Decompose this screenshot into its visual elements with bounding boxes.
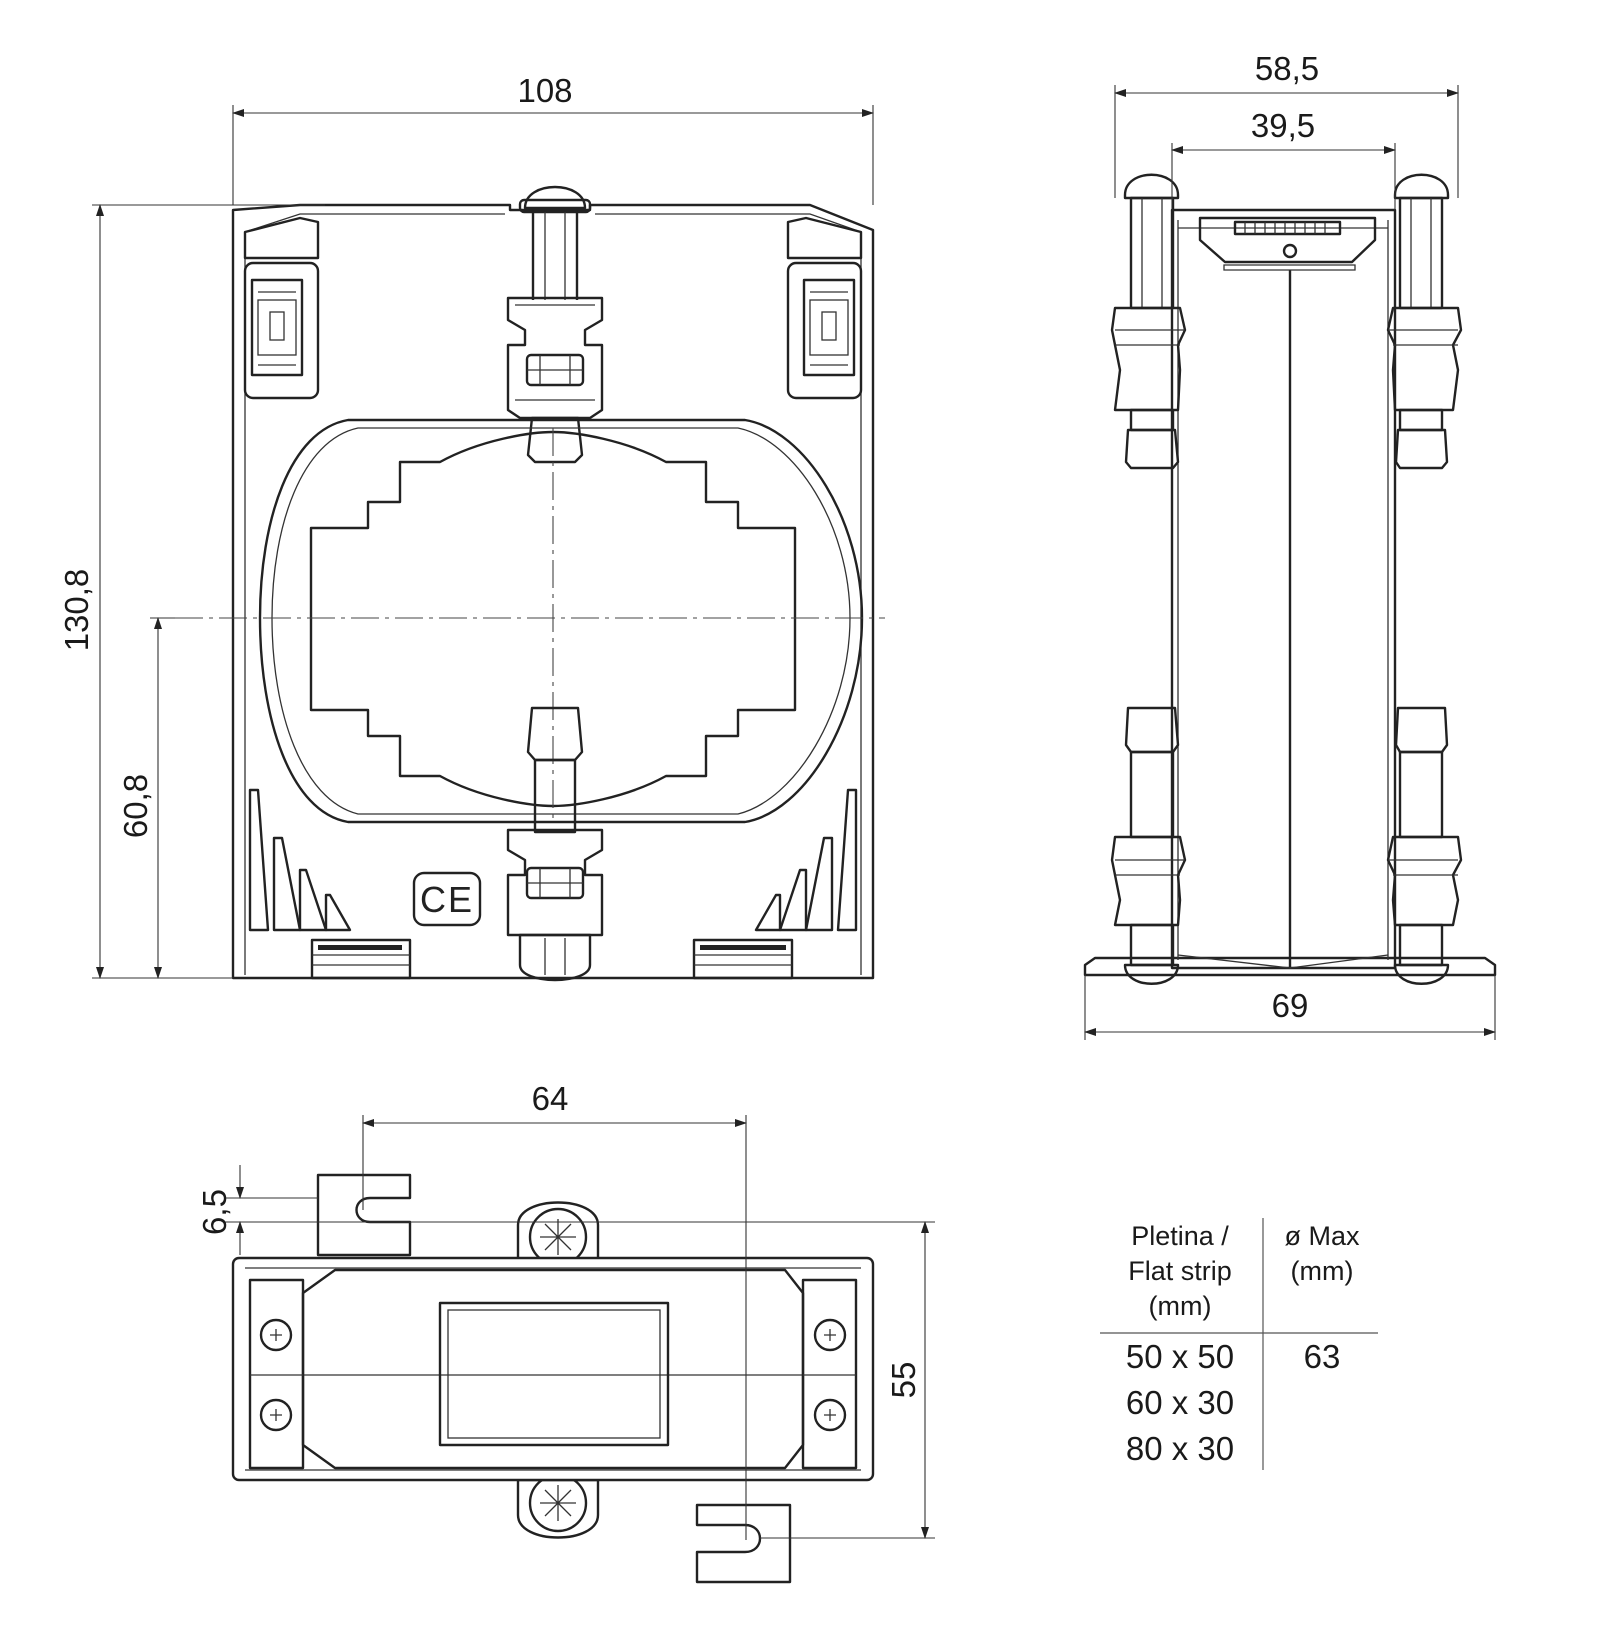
dim-bottom-offset: 6,5 (196, 1189, 233, 1235)
dim-side-base-width: 69 (1272, 987, 1309, 1024)
ce-mark: CE (420, 879, 474, 920)
bottom-view (231, 1173, 875, 1584)
table-header-strip-line1: Pletina / (1131, 1221, 1229, 1251)
table-header-max-line2: (mm) (1291, 1256, 1354, 1286)
dim-front-width: 108 (517, 72, 572, 109)
side-view (1083, 173, 1497, 985)
dim-front-height: 130,8 (58, 569, 95, 652)
dim-side-inner-width: 39,5 (1251, 107, 1315, 144)
cable-table: Pletina / Flat strip (mm) ø Max (mm) 50 … (1100, 1218, 1378, 1470)
table-row-3: 80 x 30 (1126, 1430, 1234, 1467)
front-view: CE (175, 185, 885, 982)
dim-bottom-width: 64 (532, 1080, 569, 1117)
dim-front-center-height: 60,8 (117, 774, 154, 838)
dim-bottom-depth: 55 (885, 1362, 922, 1399)
bottom-dimensions: 64 6,5 55 (196, 1080, 935, 1540)
ce-mark-frame (412, 871, 482, 927)
table-row-1: 50 x 50 (1126, 1338, 1234, 1375)
table-header-max-line1: ø Max (1284, 1221, 1360, 1251)
front-dimensions: 108 130,8 60,8 (58, 72, 874, 979)
table-header-strip-line3: (mm) (1149, 1291, 1212, 1321)
table-max-value: 63 (1304, 1338, 1341, 1375)
side-dimensions: 58,5 39,5 69 (1084, 50, 1496, 1040)
table-header-strip-line2: Flat strip (1128, 1256, 1232, 1286)
dim-side-outer-width: 58,5 (1255, 50, 1319, 87)
table-row-2: 60 x 30 (1126, 1384, 1234, 1421)
